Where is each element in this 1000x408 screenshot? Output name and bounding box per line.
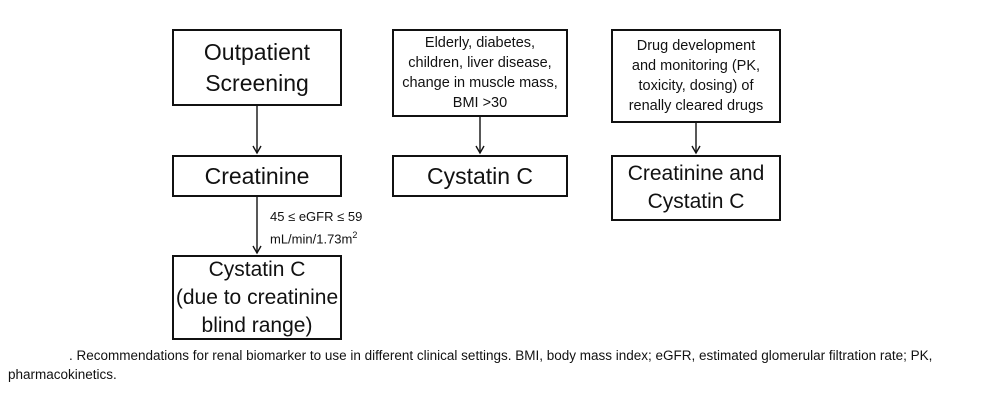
box-label: Cystatin C (due to creatinine blind rang… xyxy=(175,257,339,337)
condition-superscript: 2 xyxy=(352,230,358,240)
box-label: Cystatin C xyxy=(426,162,534,189)
cystatin-c-box: Cystatin C xyxy=(392,155,568,197)
box-label: Creatinine xyxy=(204,162,310,189)
box-label: Creatinine and Cystatin C xyxy=(627,162,765,213)
egfr-condition-label: 45 ≤ eGFR ≤ 59 mL/min/1.73m2 xyxy=(270,207,362,248)
risk-groups-box: Elderly, diabetes, children, liver disea… xyxy=(392,29,568,117)
cystatin-blind-range-box: Cystatin C (due to creatinine blind rang… xyxy=(172,255,342,340)
creatinine-box: Creatinine xyxy=(172,155,342,197)
drug-development-box: Drug development and monitoring (PK, tox… xyxy=(611,29,781,123)
box-label: Drug development and monitoring (PK, tox… xyxy=(628,38,764,114)
condition-line-2: mL/min/1.73m xyxy=(270,231,353,247)
box-label: Outpatient Screening xyxy=(203,38,311,96)
figure-caption: . Recommendations for renal biomarker to… xyxy=(8,348,933,382)
creatinine-and-cystatin-box: Creatinine and Cystatin C xyxy=(611,155,781,221)
condition-line-1: 45 ≤ eGFR ≤ 59 xyxy=(270,209,363,224)
box-label: Elderly, diabetes, children, liver disea… xyxy=(402,35,558,111)
outpatient-screening-box: Outpatient Screening xyxy=(172,29,342,106)
